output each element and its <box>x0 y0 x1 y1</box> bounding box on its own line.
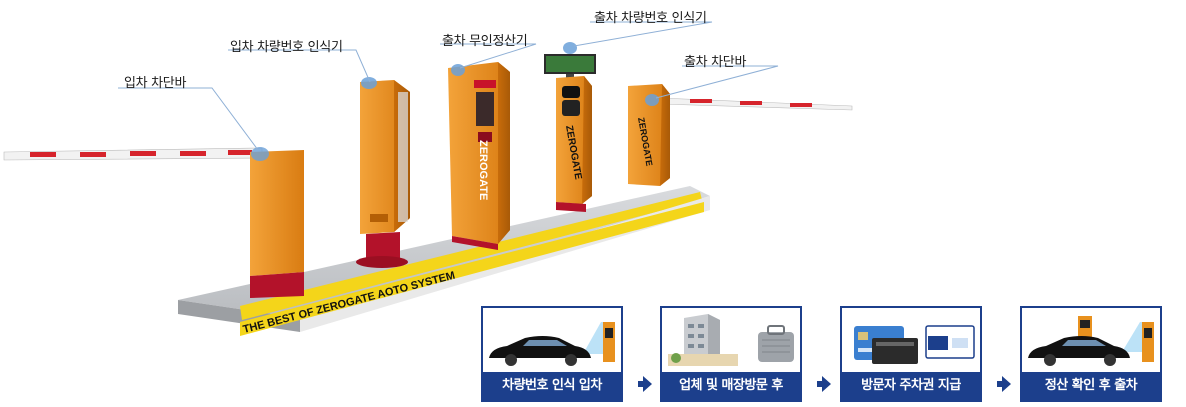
entry-barrier-marker <box>251 147 269 161</box>
step-1-card: 차량번호 인식 입차 <box>481 306 623 402</box>
exit-lpr-tower: ZEROGATE <box>544 42 596 212</box>
exit-pay-station: ZEROGATE <box>448 62 510 250</box>
step-4-label: 정산 확인 후 출차 <box>1022 372 1160 400</box>
exit-barrier-arm <box>659 97 853 111</box>
car-exit-icon <box>1028 316 1154 366</box>
parking-ticket-icon <box>854 325 975 364</box>
callout-entry-barrier: 입차 차단바 <box>124 76 187 91</box>
exit-pay-marker <box>451 64 465 76</box>
callout-exit-lpr: 출차 차량번호 인식기 <box>594 11 707 26</box>
entry-lpr-marker <box>361 77 377 89</box>
pay-station-brand: ZEROGATE <box>477 140 489 200</box>
exit-lpr-marker <box>563 42 577 54</box>
exit-barrier-marker <box>645 94 659 106</box>
step-1-label: 차량번호 인식 입차 <box>483 372 621 400</box>
step-2-card: 업체 및 매장방문 후 <box>660 306 802 402</box>
entry-barrier-body <box>250 147 304 298</box>
step-arrow-2-icon <box>817 376 831 392</box>
entry-lpr-tower <box>356 77 410 268</box>
step-3-card: 방문자 주차권 지급 <box>840 306 982 402</box>
callout-lines <box>118 21 779 151</box>
step-2-label: 업체 및 매장방문 후 <box>662 372 800 400</box>
step-4-card: 정산 확인 후 출차 <box>1020 306 1162 402</box>
callout-exit-barrier: 출차 차단바 <box>684 55 747 70</box>
step-arrow-1-icon <box>638 376 652 392</box>
callout-exit-pay: 출차 무인정산기 <box>442 34 528 49</box>
step-3-label: 방문자 주차권 지급 <box>842 372 980 400</box>
car-entry-icon <box>489 322 615 366</box>
building-shopping-icon <box>668 314 794 366</box>
exit-barrier-body: ZEROGATE <box>628 84 670 186</box>
entry-barrier-arm <box>3 147 263 161</box>
step-arrow-3-icon <box>997 376 1011 392</box>
callout-entry-lpr: 입차 차량번호 인식기 <box>230 40 343 55</box>
